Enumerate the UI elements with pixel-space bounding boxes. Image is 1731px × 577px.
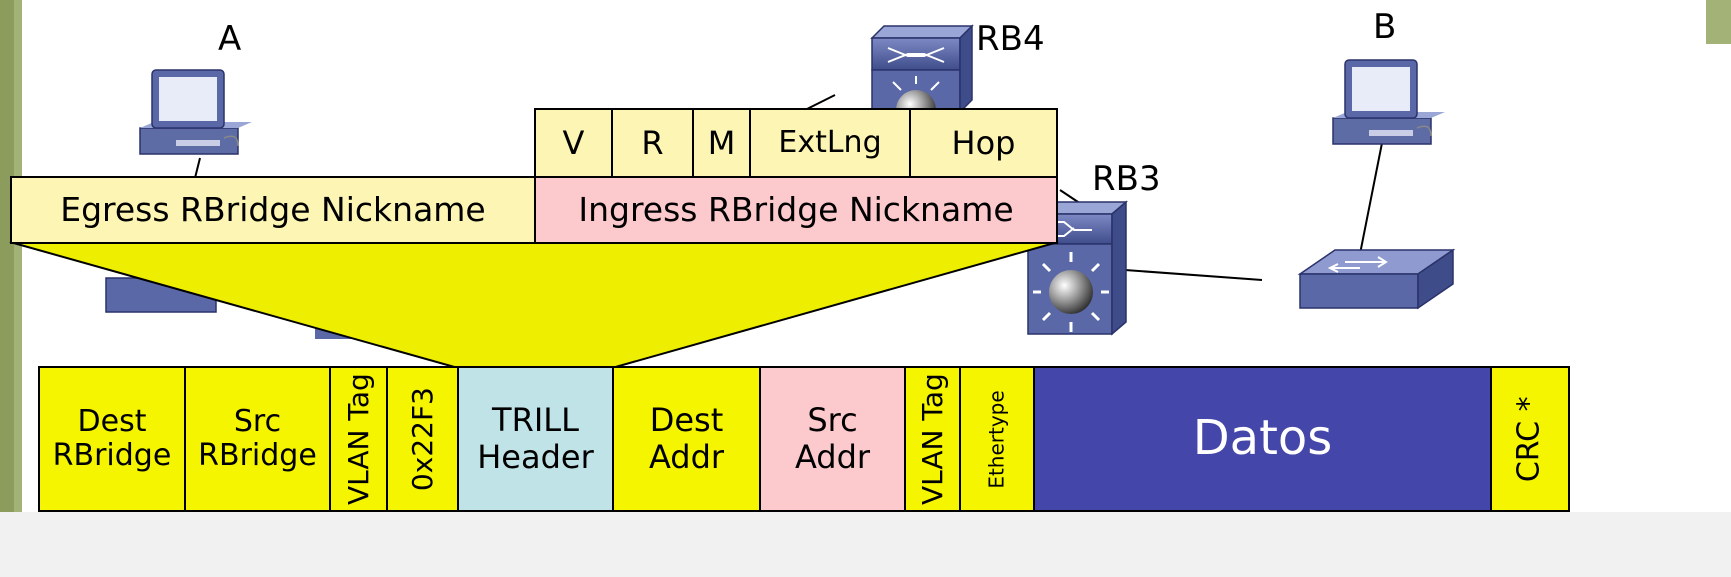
- frame-field-vlan-tag-2: VLAN Tag: [904, 366, 961, 512]
- frame-field-crc: CRC *: [1490, 366, 1570, 512]
- right-decor-tab: [1706, 0, 1731, 44]
- computer-b-icon: [1332, 59, 1445, 145]
- bridge-label-rb4: RB4: [976, 19, 1045, 59]
- frame-field-vlan-tag-1: VLAN Tag: [329, 366, 388, 512]
- header-field-r: R: [611, 108, 694, 178]
- rb3-router-icon: [1025, 200, 1129, 336]
- host-label-b: B: [1373, 7, 1397, 47]
- frame-field-ethertype-trill: 0x22F3: [386, 366, 459, 512]
- header-field-extlng: ExtLng: [749, 108, 911, 178]
- switch-icon: [1297, 248, 1456, 310]
- host-label-a: A: [218, 19, 242, 59]
- header-field-m: M: [692, 108, 751, 178]
- frame-field-ethertype: Ethertype: [959, 366, 1035, 512]
- rb4-router-icon: [870, 24, 974, 130]
- bridge-label-rb3: RB3: [1092, 159, 1161, 199]
- header-field-v: V: [534, 108, 613, 178]
- header-field-egress: Egress RBridge Nickname: [10, 176, 536, 244]
- left-decor-strip: [0, 0, 22, 577]
- frame-field-datos: Datos: [1033, 366, 1492, 512]
- header-field-hop: Hop: [909, 108, 1058, 178]
- header-field-ingress: Ingress RBridge Nickname: [534, 176, 1058, 244]
- bottom-band: [0, 512, 1731, 577]
- computer-a-icon: [139, 69, 252, 155]
